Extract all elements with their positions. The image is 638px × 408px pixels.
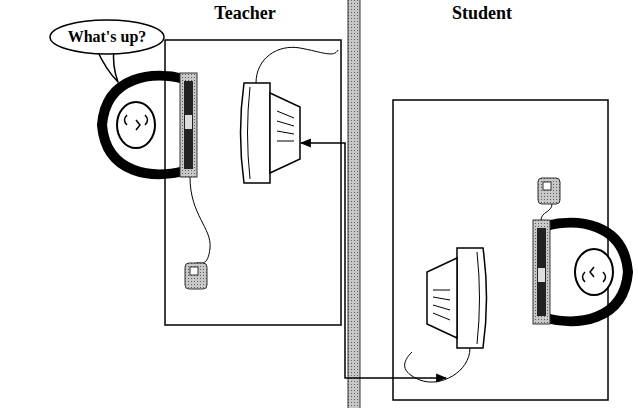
cable — [190, 177, 210, 263]
student-desk — [393, 100, 608, 400]
cable — [405, 348, 470, 382]
mouse — [538, 178, 560, 204]
heading-text: Teacher — [214, 3, 275, 24]
column-heading: Teacher — [214, 3, 275, 24]
monitor — [241, 83, 301, 183]
bubble-text: What's up? — [49, 28, 165, 46]
speech-bubble: What's up? — [49, 19, 165, 55]
cable — [256, 47, 338, 83]
column-heading: Student — [452, 3, 512, 24]
person — [102, 76, 184, 174]
keyboard — [180, 73, 197, 177]
cable — [541, 204, 552, 220]
heading-text: Student — [452, 3, 512, 24]
link-arrow — [301, 143, 446, 378]
mouse — [185, 263, 207, 289]
monitor — [427, 248, 487, 348]
teacher-desk — [165, 40, 341, 325]
bubble-ellipse — [50, 20, 164, 54]
person — [546, 223, 628, 321]
wall — [348, 0, 360, 408]
keyboard — [533, 220, 550, 324]
